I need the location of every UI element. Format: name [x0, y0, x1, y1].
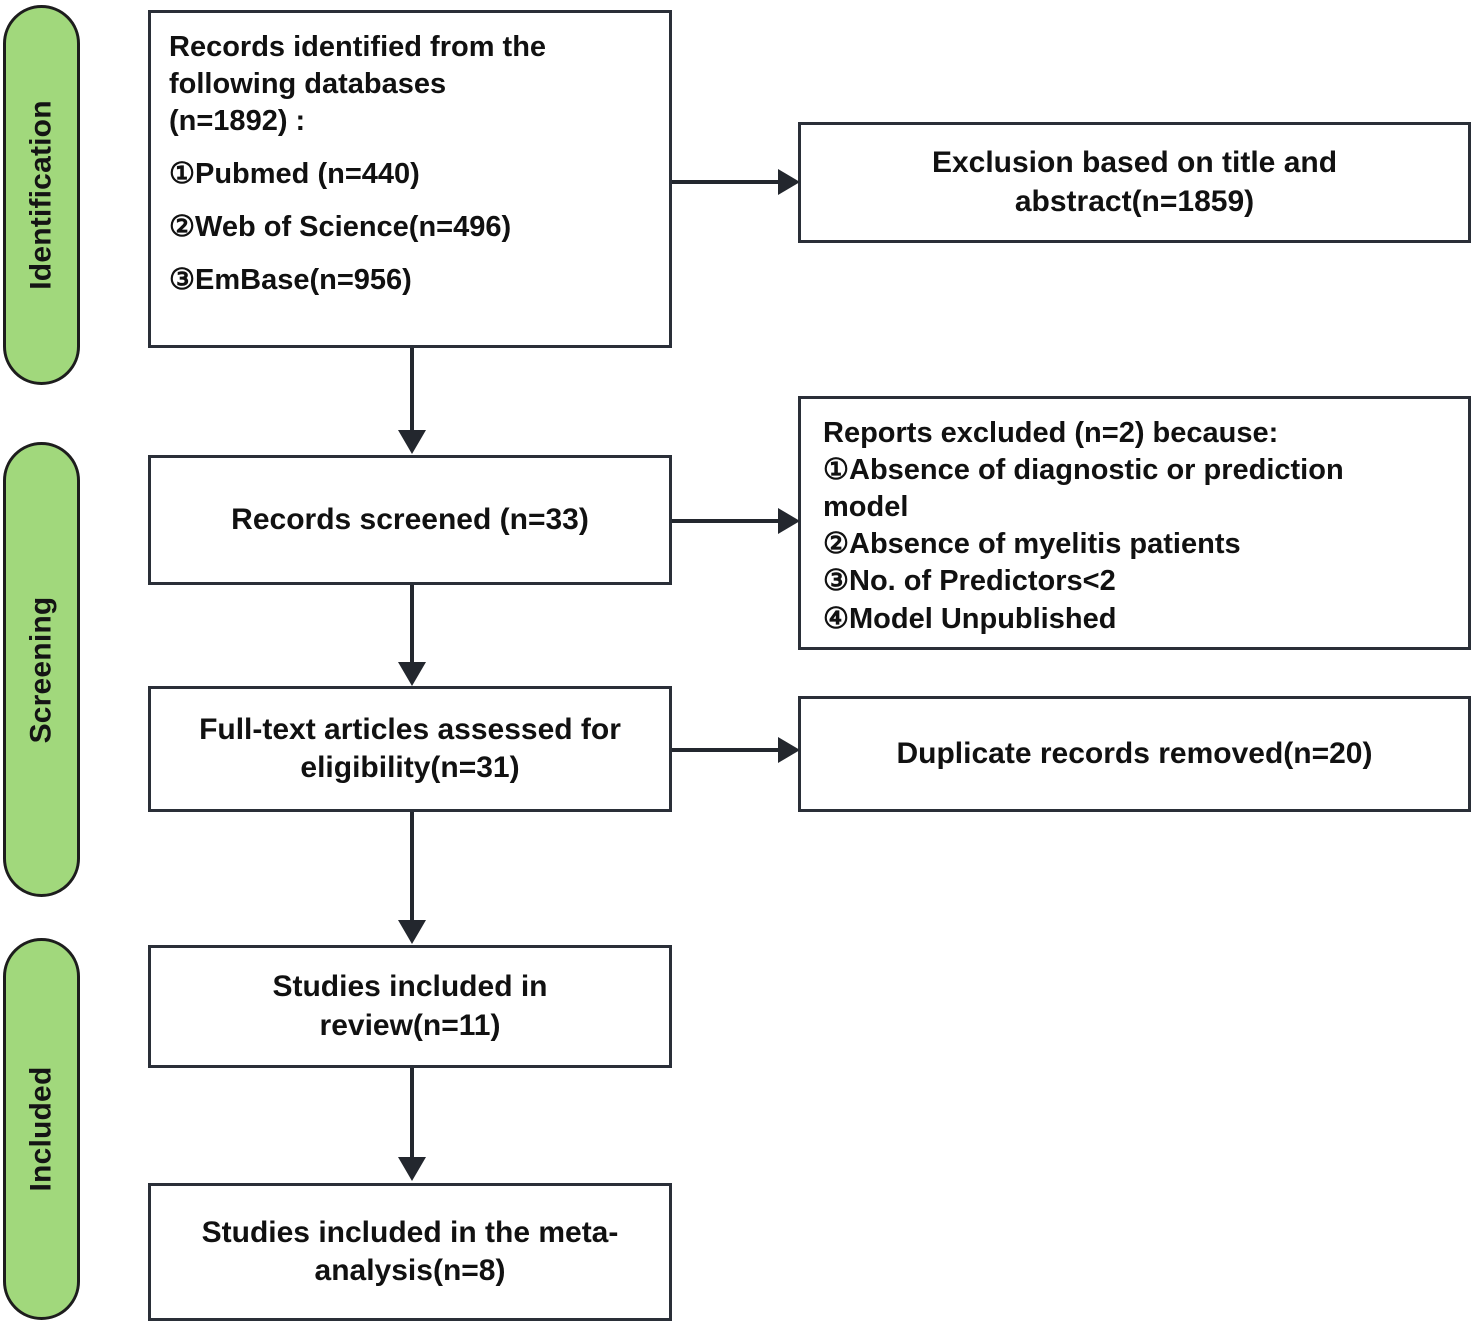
records-identified-line-1: Records identified from the	[169, 31, 547, 63]
duplicates-removed-line-1: Duplicate records removed(n=20)	[896, 736, 1373, 770]
stage-pill-screening: Screening	[3, 442, 80, 897]
studies-in-review-line-1: Studies included in	[272, 970, 548, 1004]
arrowhead-identified-to-screened	[398, 430, 426, 454]
reports-excluded-heading: Reports excluded (n=2) because:	[823, 417, 1279, 449]
box-duplicates-removed: Duplicate records removed(n=20)	[798, 696, 1471, 812]
box-reports-excluded: Reports excluded (n=2) because: ①Absence…	[798, 396, 1471, 650]
exclusion-title-abstract-line-2: abstract(n=1859)	[1014, 184, 1255, 218]
reports-excluded-reason-1: ①Absence of diagnostic or prediction	[823, 454, 1344, 487]
spacer-3	[169, 246, 546, 262]
connector-review-to-meta-analysis	[410, 1068, 414, 1160]
stage-pill-included-label: Included	[24, 1066, 58, 1192]
reports-excluded-reason-1-cont: model	[823, 491, 909, 524]
connector-full-text-to-review	[410, 812, 414, 922]
arrowhead-screened-to-full-text	[398, 662, 426, 686]
exclusion-title-abstract-line-1: Exclusion based on title and	[931, 146, 1338, 180]
studies-in-review-line-2: review(n=11)	[319, 1008, 501, 1042]
arrowhead-full-text-to-duplicates	[778, 737, 800, 763]
reports-excluded-reason-2: ②Absence of myelitis patients	[823, 528, 1241, 561]
stage-pill-identification: Identification	[3, 5, 80, 385]
connector-screened-to-reports-excluded	[672, 519, 780, 523]
records-identified-line-3: (n=1892) :	[169, 105, 306, 138]
arrowhead-review-to-meta-analysis	[398, 1157, 426, 1181]
box-studies-in-review: Studies included in review(n=11)	[148, 945, 672, 1068]
records-identified-line-2: following databases	[169, 68, 447, 101]
spacer-2	[169, 193, 546, 209]
studies-in-meta-analysis-line-2: analysis(n=8)	[314, 1254, 506, 1287]
box-records-identified: Records identified from the following da…	[148, 10, 672, 348]
reports-excluded-reason-3: ③No. of Predictors<2	[823, 565, 1116, 598]
arrowhead-full-text-to-review	[398, 920, 426, 944]
stage-pill-screening-label: Screening	[24, 596, 58, 743]
connector-identified-to-exclusion	[672, 180, 780, 184]
spacer-1	[169, 140, 546, 156]
stage-pill-included: Included	[3, 938, 80, 1320]
arrowhead-identified-to-exclusion	[778, 169, 800, 195]
connector-full-text-to-duplicates	[672, 748, 780, 752]
full-text-assessed-line-1: Full-text articles assessed for	[199, 712, 621, 746]
studies-in-meta-analysis-line-1: Studies included in the meta-	[201, 1215, 619, 1249]
full-text-assessed-line-2: eligibility(n=31)	[300, 751, 520, 784]
box-records-screened: Records screened (n=33)	[148, 455, 672, 585]
stage-pill-identification-label: Identification	[24, 100, 58, 290]
records-identified-source-3: ③EmBase(n=956)	[169, 264, 412, 297]
connector-screened-to-full-text	[410, 585, 414, 665]
reports-excluded-reason-4: ④Model Unpublished	[823, 602, 1117, 635]
connector-identified-to-screened	[410, 348, 414, 434]
records-screened-line-1: Records screened (n=33)	[231, 502, 589, 536]
arrowhead-screened-to-reports-excluded	[778, 508, 800, 534]
box-exclusion-title-abstract: Exclusion based on title and abstract(n=…	[798, 122, 1471, 243]
records-identified-source-2: ②Web of Science(n=496)	[169, 211, 512, 244]
box-full-text-assessed: Full-text articles assessed for eligibil…	[148, 686, 672, 812]
records-identified-source-1: ①Pubmed (n=440)	[169, 158, 420, 191]
box-studies-in-meta-analysis: Studies included in the meta- analysis(n…	[148, 1183, 672, 1321]
